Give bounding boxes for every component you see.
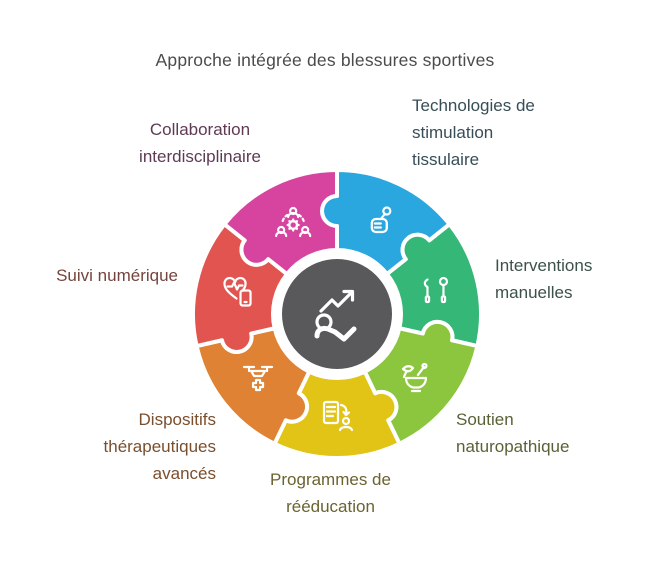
segment-label-stimulation: Technologies de stimulation tissulaire — [412, 96, 535, 169]
segment-label-reeducation: Programmes de rééducation — [270, 470, 391, 516]
heart-monitor-icon — [223, 276, 252, 307]
rehab-program-icon — [322, 400, 354, 432]
team-gear-icon — [275, 206, 312, 238]
segment-label-suivi: Suivi numérique — [56, 266, 178, 285]
segment-label-naturopathique: Soutien naturopathique — [456, 410, 570, 456]
manual-tools-icon — [423, 276, 449, 304]
mortar-pestle-icon — [401, 362, 428, 393]
athlete-recovery-icon — [314, 289, 357, 342]
medical-drone-icon — [242, 365, 274, 392]
stimulation-device-icon — [370, 206, 392, 234]
center-hub-circle — [278, 255, 396, 373]
segment-label-collaboration: Collaboration interdisciplinaire — [139, 120, 261, 166]
segment-label-interventions: Interventions manuelles — [495, 256, 593, 302]
page-title: Approche intégrée des blessures sportive… — [155, 50, 495, 70]
segment-label-dispositifs: Dispositifs thérapeutiques avancés — [103, 410, 216, 483]
wheel-segment-6 — [222, 168, 339, 277]
